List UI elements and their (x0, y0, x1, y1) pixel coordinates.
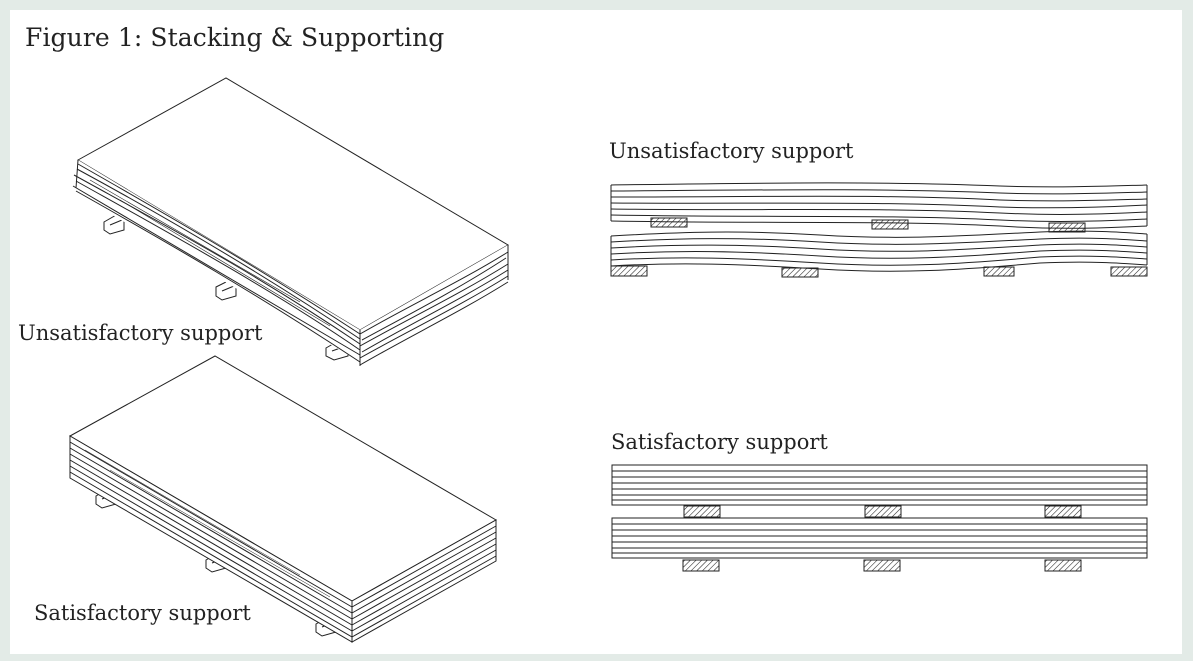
isometric-stack-unsatisfactory (72, 77, 509, 366)
support-block (1048, 222, 1086, 233)
section-sheet-stack-lower (611, 517, 1148, 559)
support-block (863, 559, 901, 572)
support-block (610, 265, 648, 277)
isometric-satisfactory-label: Satisfactory support (34, 601, 251, 625)
isometric-stack-satisfactory (68, 355, 498, 643)
section-unsatisfactory-label: Unsatisfactory support (609, 139, 854, 163)
support-block (871, 219, 909, 230)
support-block (1044, 559, 1082, 572)
iso-front-face (359, 245, 509, 366)
iso-front-face (351, 519, 497, 643)
section-sheet-stack-lower (610, 230, 1148, 272)
support-block (683, 505, 721, 518)
section-sheet-stack-upper (611, 464, 1148, 506)
section-satisfactory-label: Satisfactory support (611, 430, 828, 454)
support-block (650, 217, 688, 228)
support-block (864, 505, 902, 518)
support-block (1110, 266, 1148, 277)
section-sheet-stack-upper (610, 182, 1148, 229)
section-unsatisfactory (610, 182, 1148, 278)
isometric-unsatisfactory-label: Unsatisfactory support (18, 321, 263, 345)
figure-title: Figure 1: Stacking & Supporting (25, 23, 445, 52)
section-satisfactory (611, 464, 1148, 572)
support-block (781, 267, 819, 278)
support-block (682, 559, 720, 572)
iso-left-face (72, 159, 361, 363)
support-block (983, 266, 1015, 277)
iso-left-face (69, 435, 353, 643)
support-block (1044, 505, 1082, 518)
